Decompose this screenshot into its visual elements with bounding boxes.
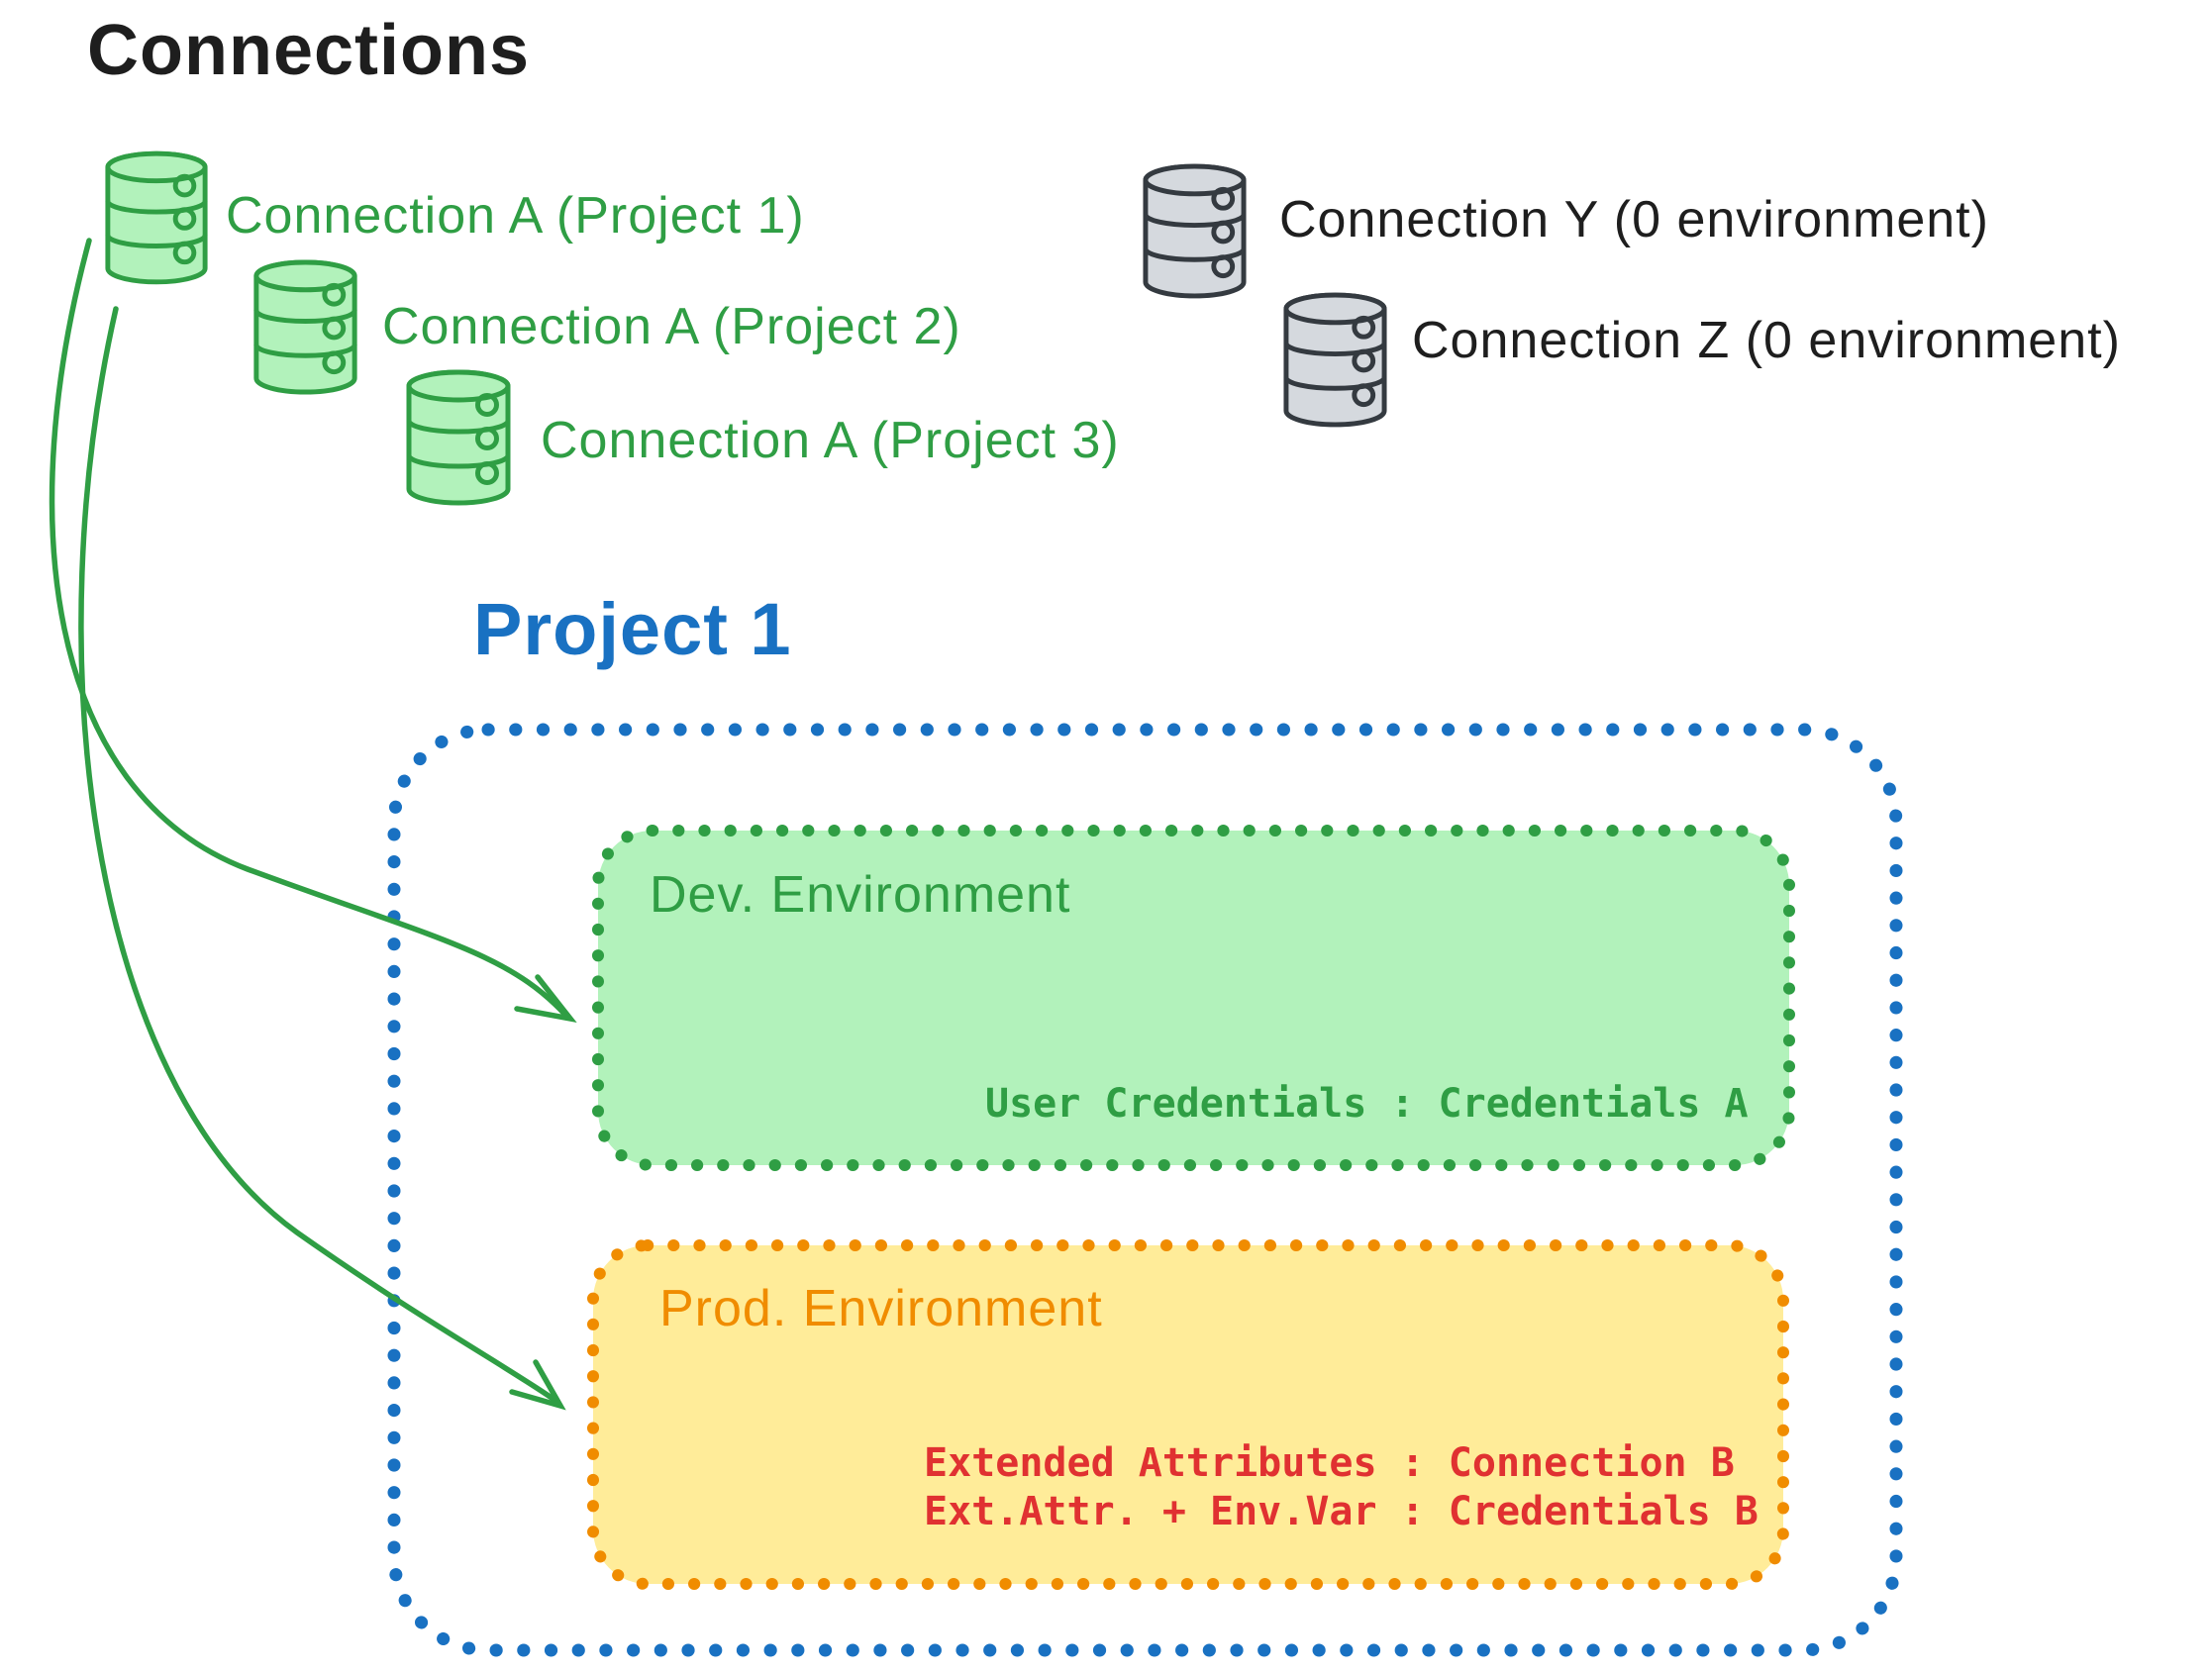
prod-env-var-mapping: Ext.Attr. + Env.Var : Credentials B xyxy=(924,1489,1759,1534)
database-icon-connection-y xyxy=(1139,162,1251,300)
diagram-title: Connections xyxy=(87,11,531,90)
arrow-connection-a-to-prod xyxy=(78,306,566,1411)
connection-y-label: Connection Y (0 environment) xyxy=(1279,191,1989,248)
database-icon-connection-a-project-3 xyxy=(402,367,515,508)
database-icon-connection-z xyxy=(1279,291,1391,429)
prod-environment-name: Prod. Environment xyxy=(659,1280,1103,1337)
project-1-boundary xyxy=(387,723,1903,1657)
project-1-title: Project 1 xyxy=(473,588,792,670)
dev-credentials-mapping: User Credentials : Credentials A xyxy=(985,1081,1749,1127)
prod-environment-box xyxy=(587,1239,1789,1590)
connection-z-label: Connection Z (0 environment) xyxy=(1412,312,2121,369)
connection-a-project-1-label: Connection A (Project 1) xyxy=(226,187,805,245)
database-icon-connection-a-project-2 xyxy=(249,258,362,396)
connection-a-project-3-label: Connection A (Project 3) xyxy=(541,412,1120,469)
database-icon-connection-a-project-1 xyxy=(101,148,212,287)
dev-environment-name: Dev. Environment xyxy=(650,866,1071,924)
prod-extended-attributes-mapping: Extended Attributes : Connection B xyxy=(924,1440,1735,1486)
arrow-connection-a-to-dev xyxy=(49,238,577,1024)
dev-environment-box xyxy=(592,825,1795,1171)
connection-a-project-2-label: Connection A (Project 2) xyxy=(382,298,961,355)
